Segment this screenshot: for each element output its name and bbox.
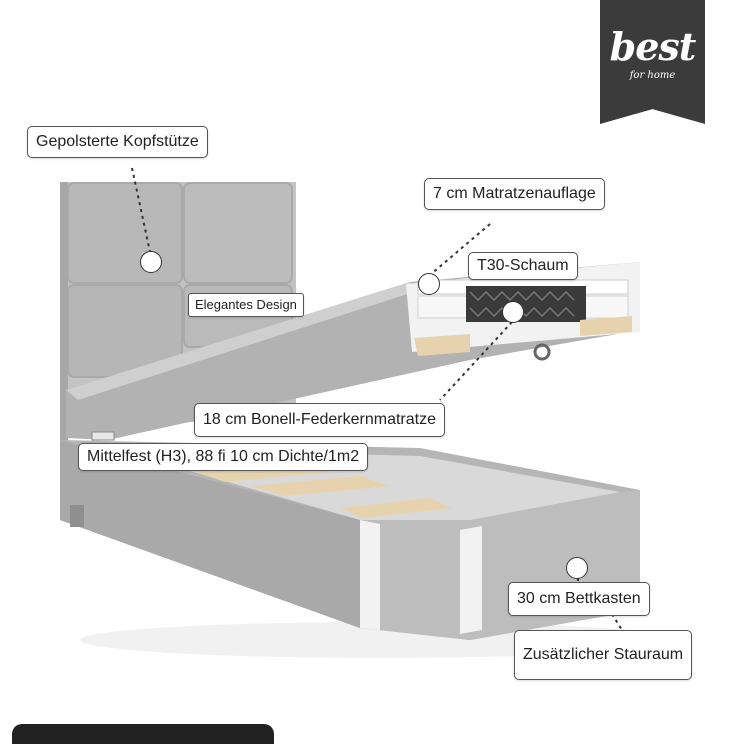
hotspot-box[interactable] bbox=[566, 557, 588, 579]
hotspot-springs[interactable] bbox=[502, 301, 524, 323]
brand-logo: best for home bbox=[600, 0, 705, 124]
label-box: 30 cm Bettkasten bbox=[508, 582, 650, 616]
label-storage: Zusätzlicher Stauraum bbox=[514, 630, 693, 680]
label-mattress: 18 cm Bonell-Federkernmatratze bbox=[194, 403, 445, 437]
label-topper: 7 cm Matratzenauflage bbox=[424, 178, 605, 210]
label-firmness: Mittelfest (H3), 88 fi 10 cm Dichte/1m2 bbox=[78, 443, 369, 471]
slat bbox=[250, 476, 390, 496]
hotspot-topper[interactable] bbox=[418, 273, 440, 295]
spring-layer bbox=[466, 286, 586, 322]
headboard-panel bbox=[67, 182, 183, 284]
brand-tagline: for home bbox=[629, 70, 676, 81]
hotspot-headboard[interactable] bbox=[140, 251, 162, 273]
lift-hinge bbox=[533, 343, 551, 361]
label-headboard: Gepolsterte Kopfstütze bbox=[27, 126, 208, 158]
label-foam: T30-Schaum bbox=[468, 252, 578, 280]
bottom-tab bbox=[12, 724, 274, 744]
slat bbox=[340, 498, 452, 518]
label-design: Elegantes Design bbox=[188, 293, 304, 317]
headboard-panel bbox=[183, 182, 293, 284]
brand-name: best bbox=[609, 24, 697, 69]
